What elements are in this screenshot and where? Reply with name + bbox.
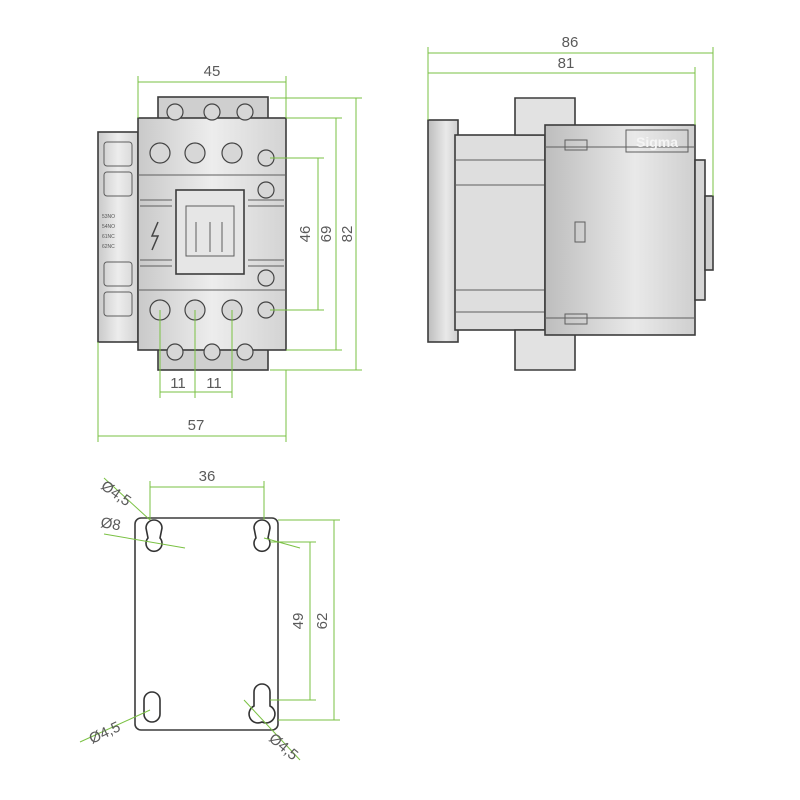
screw-icon bbox=[166, 103, 184, 121]
contactor-front-body bbox=[137, 96, 287, 371]
mounting-view: 36 Ø4,5 Ø8 49 62 Ø4,5 bbox=[79, 468, 340, 764]
dimension-width-bottom: 57 bbox=[97, 342, 287, 442]
dimension-total-depth: 86 bbox=[427, 34, 714, 196]
dimension-body-depth: 81 bbox=[428, 55, 696, 125]
dim-11-right: 11 bbox=[206, 375, 222, 392]
dim-49: 49 bbox=[290, 613, 307, 630]
dim-diameter-4-5-bottom-right: Ø4,5 bbox=[265, 730, 301, 764]
brand-logo: Sigma bbox=[636, 134, 678, 150]
lightning-icon bbox=[150, 221, 160, 251]
aux-label-2: 54NO bbox=[102, 224, 115, 230]
dimension-width-top: 45 bbox=[137, 63, 287, 118]
aux-label-3: 61NC bbox=[102, 234, 115, 240]
mounting-plate-outline bbox=[134, 517, 279, 731]
front-view: 53NO 54NO 61NC 62NC bbox=[97, 63, 362, 442]
dim-11-left: 11 bbox=[170, 375, 186, 392]
dim-diameter-4-5-bottom-left: Ø4,5 bbox=[87, 718, 124, 747]
keyhole-top-left bbox=[145, 519, 163, 553]
dimension-height-mid: 69 bbox=[286, 117, 342, 351]
keyhole-top-right bbox=[253, 519, 271, 553]
slot-bottom-left bbox=[143, 691, 161, 723]
dim-62: 62 bbox=[314, 613, 331, 630]
aux-label-1: 53NO bbox=[102, 214, 115, 220]
dimension-height-inner: 46 bbox=[270, 157, 324, 311]
dim-46: 46 bbox=[297, 226, 314, 243]
dimension-height-outer: 82 bbox=[270, 97, 362, 371]
dimension-hole-spacing-x: 36 bbox=[149, 468, 265, 520]
dimension-slot-diameter: Ø4,5 bbox=[98, 477, 151, 521]
dim-86: 86 bbox=[562, 34, 579, 51]
dim-diameter-4-5-top: Ø4,5 bbox=[98, 477, 134, 510]
auxiliary-contact-block: 53NO 54NO 61NC 62NC bbox=[97, 131, 139, 343]
dimension-hole-spacing-y-inner: 49 bbox=[270, 541, 316, 701]
dim-69: 69 bbox=[318, 226, 335, 243]
dim-82: 82 bbox=[339, 226, 356, 243]
contactor-side-body: Sigma bbox=[427, 97, 714, 371]
dim-45: 45 bbox=[204, 63, 221, 80]
dim-diameter-8: Ø8 bbox=[99, 514, 122, 534]
aux-label-4: 62NC bbox=[102, 244, 115, 250]
dimension-hole-spacing-y-outer: 62 bbox=[278, 519, 340, 721]
dim-57: 57 bbox=[188, 417, 205, 434]
side-view: Sigma 86 81 bbox=[427, 34, 714, 371]
dim-36: 36 bbox=[199, 468, 216, 485]
dimension-pole-pitch: 11 11 bbox=[159, 310, 233, 398]
dim-81: 81 bbox=[558, 55, 575, 72]
dimension-keyhole-diameter: Ø8 bbox=[99, 514, 186, 549]
slot-bottom-right bbox=[248, 683, 276, 724]
